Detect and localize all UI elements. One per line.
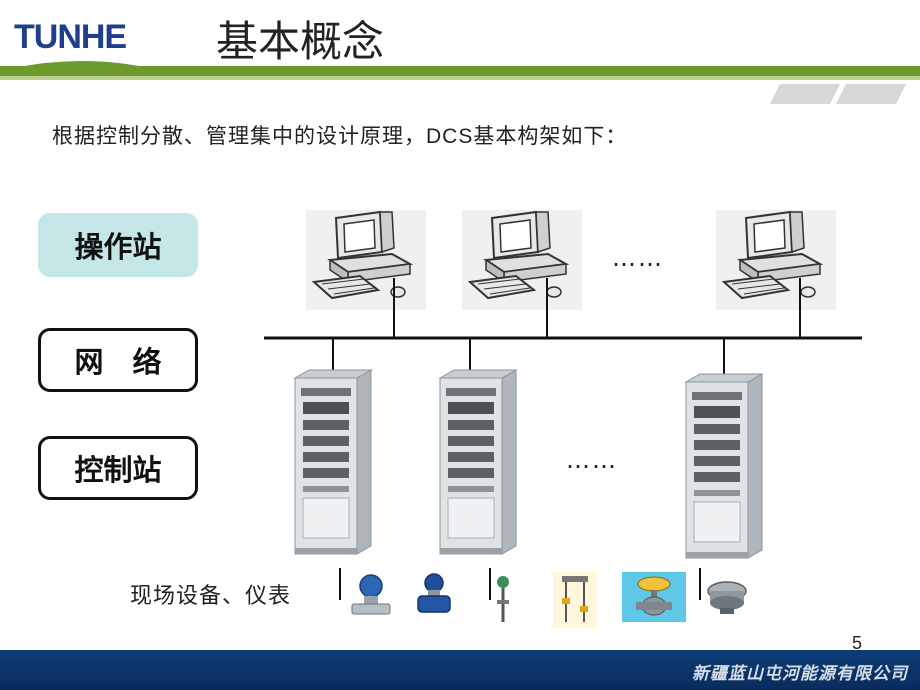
network-text: 网 络 [74, 345, 162, 379]
level-switch-icon [707, 581, 747, 614]
footer-bar: 新疆蓝山屯河能源有限公司 [0, 650, 920, 690]
intro-suffix: 基本构架如下： [473, 124, 628, 148]
intro-sentence: 根据控制分散、管理集中的设计原理，DCS基本构架如下： [52, 120, 627, 150]
intro-prefix: 根据控制分散、管理集中的设计原理， [52, 124, 426, 148]
workstation-2 [461, 209, 583, 311]
control-station-text: 控制站 [74, 453, 162, 487]
footer-company: 新疆蓝山屯河能源有限公司 [692, 664, 908, 684]
control-station-label: 控制站 [38, 436, 198, 500]
field-devices-label: 现场设备、仪表 [130, 584, 292, 609]
operator-station-label: 操作站 [38, 213, 198, 277]
workstation-3 [715, 209, 837, 311]
thermocouple-icon [497, 576, 509, 622]
workstation-ellipsis: …… [612, 244, 664, 272]
operator-station-text: 操作站 [74, 230, 162, 264]
control-valve-icon [622, 572, 686, 622]
flowmeter-icon [417, 573, 451, 613]
control-cabinet-2 [439, 369, 517, 555]
cabinet-ellipsis: …… [566, 446, 618, 474]
intro-dcs: DCS [426, 125, 474, 148]
network-label: 网 络 [38, 328, 198, 392]
control-cabinet-3 [685, 373, 763, 559]
header-divider [0, 66, 920, 104]
logo-text: TUNHE [14, 18, 127, 56]
workstation-1 [305, 209, 427, 311]
level-sensor-icon [553, 572, 597, 628]
control-cabinet-1 [294, 369, 372, 555]
dcs-architecture-diagram [264, 209, 862, 628]
page-number: 5 [852, 633, 863, 653]
pressure-transmitter-icon [351, 574, 391, 615]
slide-title: 基本概念 [216, 17, 385, 66]
